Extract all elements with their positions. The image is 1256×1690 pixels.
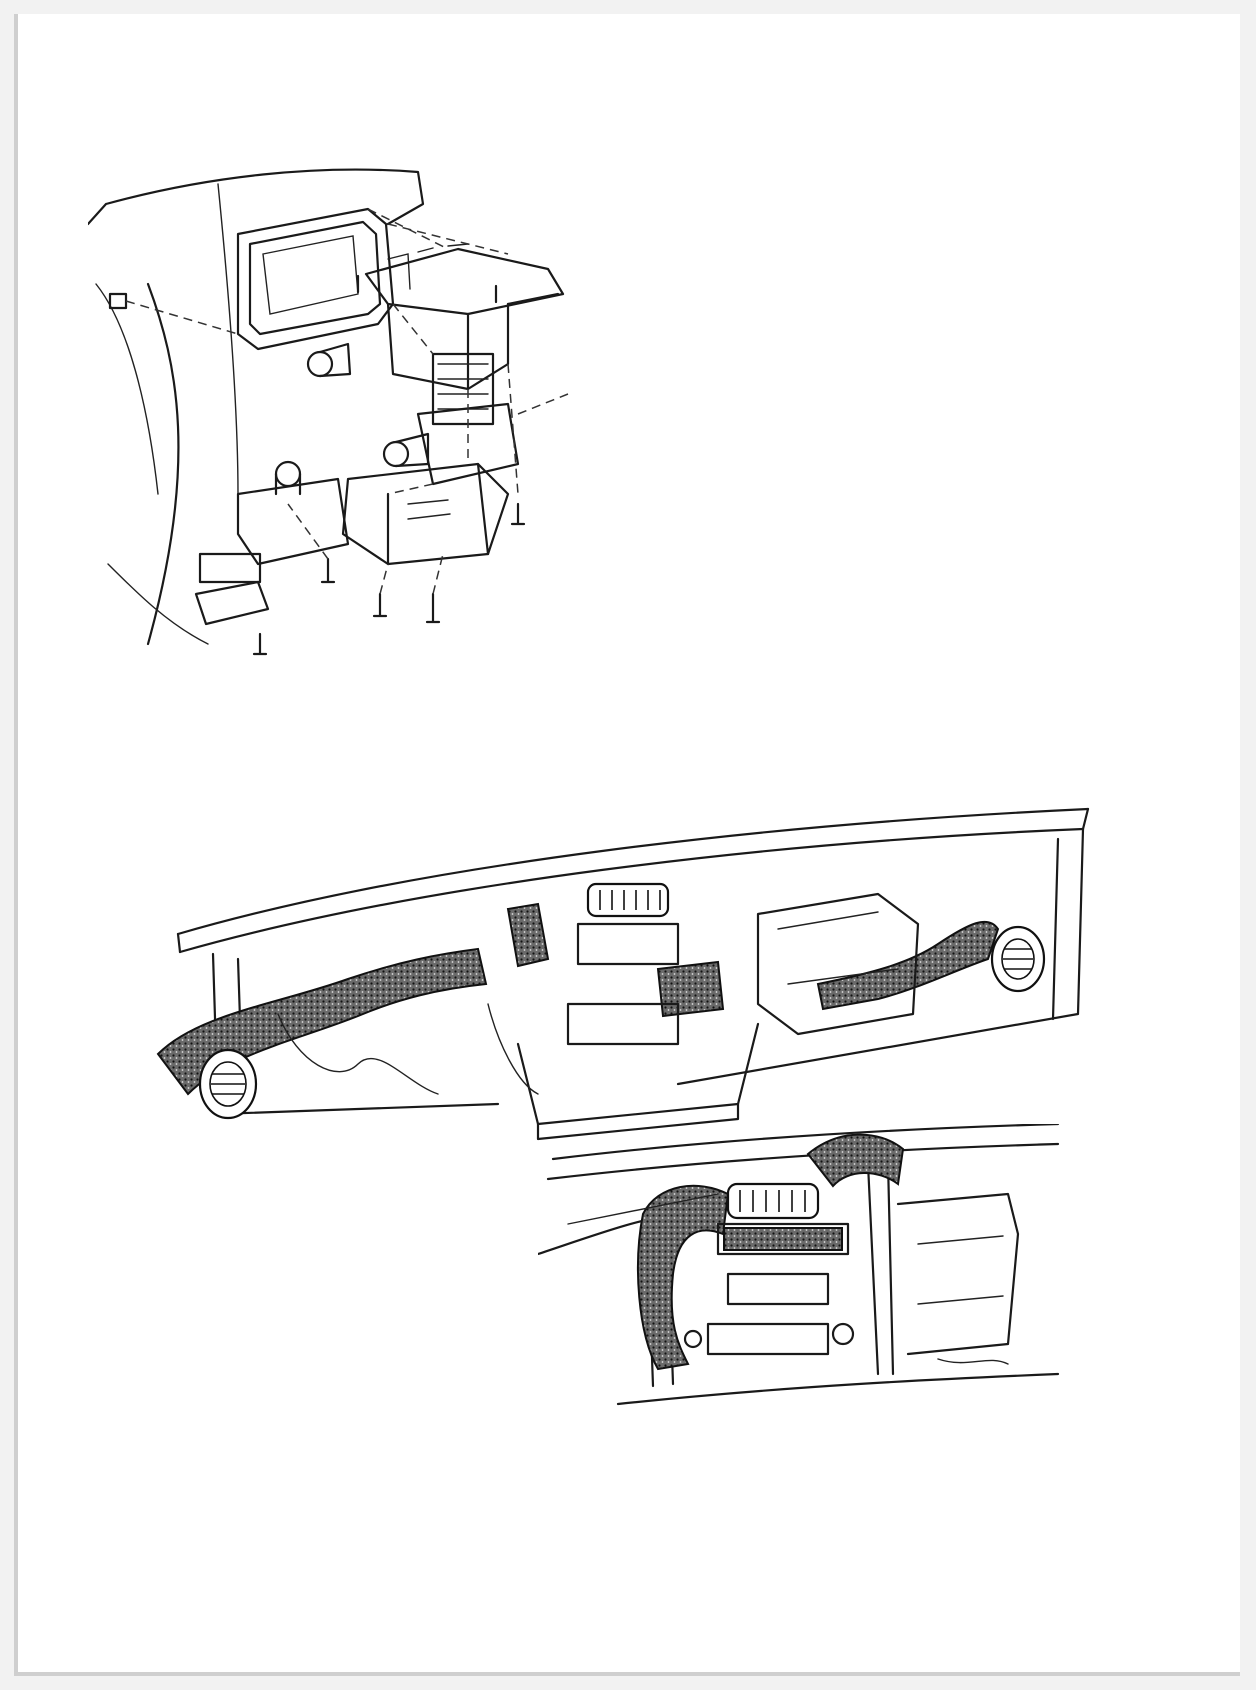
gasket-frame	[236, 207, 395, 351]
screws	[252, 274, 526, 656]
detail-center-vent	[726, 1182, 820, 1220]
detail-top-rail	[551, 1124, 1060, 1161]
middle-housing	[416, 402, 520, 486]
upper-case	[364, 247, 565, 316]
center-console	[516, 1022, 760, 1126]
dash-duct-assembly-diagram	[156, 807, 1090, 1141]
blower-piece	[194, 580, 270, 626]
left-round-vent	[198, 1048, 258, 1120]
detail-ashtray-opening	[706, 1322, 830, 1356]
detail-right-foam-duct	[806, 1133, 905, 1188]
detail-radio-opening	[726, 1272, 830, 1306]
lower-opening	[566, 1002, 680, 1046]
dash-top-rail	[176, 807, 1090, 936]
right-round-vent	[990, 925, 1046, 993]
heater-core	[431, 352, 495, 426]
center-duct-detail-diagram	[538, 1124, 1060, 1406]
left-module	[236, 477, 350, 566]
exploded-heater-case-diagram	[88, 168, 569, 656]
detail-control-panel	[716, 1222, 850, 1256]
right-foam-duct	[816, 920, 1000, 1011]
wiring	[277, 1003, 539, 1095]
center-left-foam-duct	[506, 902, 550, 968]
right-heater-box	[756, 892, 920, 1036]
center-vent	[586, 882, 670, 918]
firewall-panel	[88, 168, 425, 646]
clip-bracket	[108, 292, 128, 310]
detail-left-foam-duct	[637, 1184, 730, 1371]
manual-page	[14, 14, 1240, 1676]
control-opening	[576, 922, 680, 966]
center-foam-duct	[656, 960, 725, 1018]
detail-right-box	[896, 1192, 1020, 1356]
